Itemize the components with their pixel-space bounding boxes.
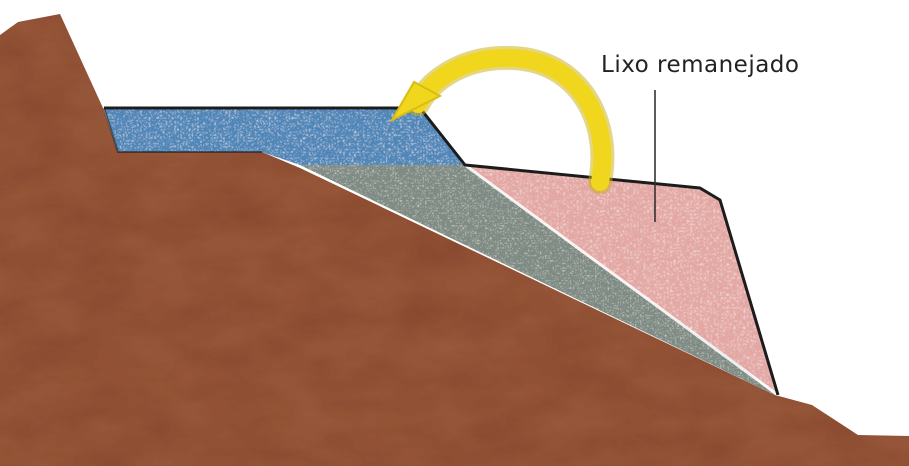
callout-label: Lixo remanejado	[601, 52, 799, 78]
